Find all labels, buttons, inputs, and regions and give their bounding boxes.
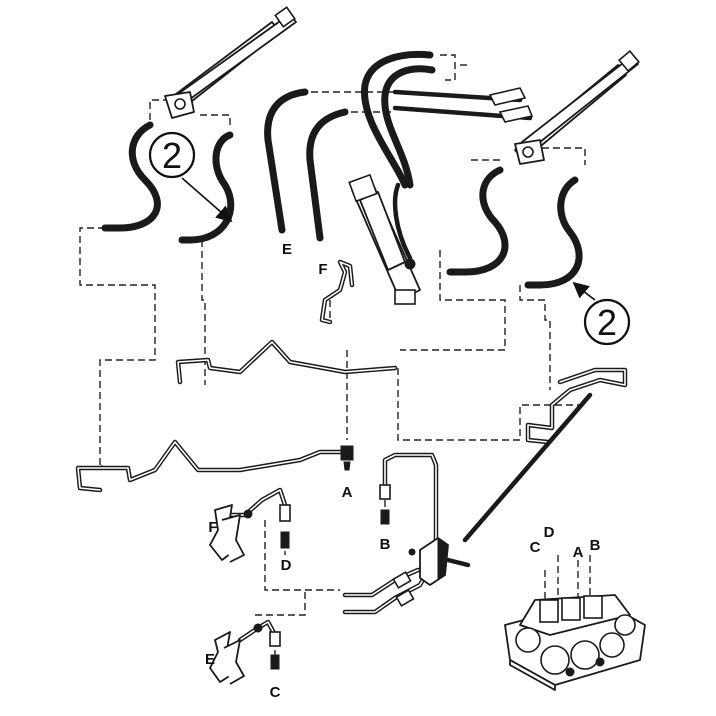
- valve-body: [504, 594, 646, 691]
- bracket-fittings: [243, 509, 415, 633]
- callout-right-number: 2: [597, 302, 617, 343]
- control-valve-block: [408, 537, 471, 586]
- port-d-label: D: [281, 557, 292, 574]
- steel-line-f-bracket: [319, 259, 355, 325]
- callout-leader-left: [181, 177, 233, 223]
- port-c-fitting: [269, 631, 281, 670]
- right-hose-outer: [446, 166, 509, 276]
- callout-left-number: 2: [162, 135, 182, 176]
- hose-f: [306, 108, 349, 242]
- steel-line-bottom: [342, 567, 431, 615]
- fitting-f-bracket: [209, 504, 245, 563]
- steel-line-b: [382, 452, 439, 543]
- fitting-e-bracket: [209, 631, 245, 685]
- right-hose-inner: [524, 176, 583, 289]
- fitting-e-label: E: [205, 651, 215, 668]
- right-cylinder: [514, 50, 640, 165]
- port-c-label: C: [270, 684, 281, 701]
- top-center-hoses: [361, 50, 534, 189]
- port-d-fitting: [279, 504, 291, 549]
- callout-leader-right: [572, 281, 596, 301]
- valve-d-label: D: [544, 524, 555, 541]
- hose-e: [264, 88, 309, 234]
- steel-line-upper: [175, 339, 398, 385]
- left-cylinder: [164, 6, 297, 119]
- center-lift-cylinder: [348, 173, 421, 305]
- steel-line-lower: [75, 439, 348, 493]
- steel-line-right: [462, 367, 628, 543]
- fitting-f-label: F: [208, 519, 217, 536]
- hose-e-label: E: [282, 241, 292, 258]
- steel-line-c: [237, 619, 278, 643]
- port-b-label: B: [380, 536, 391, 553]
- valve-a-label: A: [573, 544, 584, 561]
- valve-b-label: B: [590, 537, 601, 554]
- callout-left: 2: [148, 131, 196, 179]
- valve-c-label: C: [530, 539, 541, 556]
- hose-f-label: F: [318, 261, 327, 278]
- callout-right: 2: [583, 298, 631, 346]
- port-a-fitting: [340, 445, 354, 471]
- port-a-label: A: [342, 484, 353, 501]
- steel-line-d: [227, 487, 288, 518]
- port-b-fitting: [379, 484, 391, 525]
- left-hose-outer: [101, 121, 161, 232]
- left-hose-inner: [178, 131, 235, 244]
